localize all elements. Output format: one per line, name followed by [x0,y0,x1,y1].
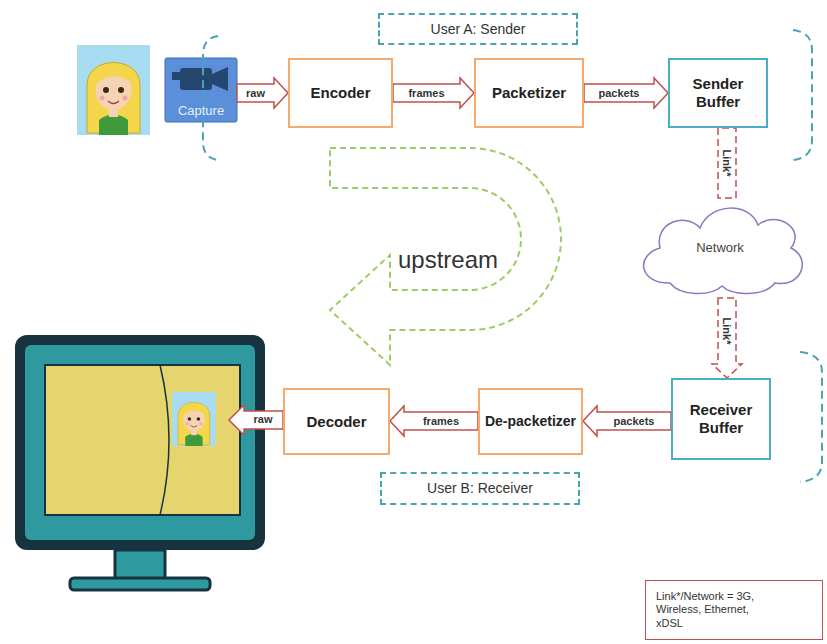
block-arrow [583,406,671,436]
edge-label: raw [246,86,265,100]
node-text: De-packetizer [485,413,576,430]
block-arrow [718,128,736,198]
node-text: Sender Buffer [670,75,766,111]
node-text: User A: Sender [431,21,526,38]
block-arrow [584,78,668,108]
monitor [15,335,265,590]
node-text: Encoder [310,84,370,102]
user-heading: User B: Receiver [380,472,580,505]
upstream-arrow [330,148,561,365]
buffer-box: Receiver Buffer [671,378,771,460]
node-text: Capture [178,103,224,119]
node-text: Network [696,240,744,256]
edge-label: frames [408,86,444,100]
raw-arrow [229,405,283,435]
user-heading: User A: Sender [378,13,578,45]
edge-label: frames [423,414,459,428]
edge-label: packets [599,86,640,100]
process-box: De-packetizer [478,388,583,455]
block-arrow [237,78,288,108]
arrow-label: upstream [398,246,498,275]
node-text: Receiver Buffer [673,401,769,437]
process-box: Decoder [283,388,390,455]
node-text: Decoder [306,413,366,431]
node-text: Packetizer [492,84,566,102]
block-arrow [390,406,478,436]
process-box: Packetizer [474,58,584,128]
group-bracket [203,30,822,482]
note-box: Link*/Network = 3G, Wireless, Ethernet, … [645,580,823,640]
block-arrow [393,78,474,108]
block-arrow [712,298,742,378]
cloud-shape [644,208,803,293]
sender-avatar [77,45,150,135]
buffer-box: Sender Buffer [668,58,768,128]
network-cloud: Network [630,198,810,298]
capture-box: Capture [165,58,237,122]
node-text: User B: Receiver [427,480,533,497]
arrow-label: raw [254,413,273,426]
edge-label: packets [614,414,655,428]
process-box: Encoder [288,58,393,128]
capture-camera [165,58,237,122]
node-text: Link*/Network = 3G, Wireless, Ethernet, … [656,590,760,630]
edge-label: Link* [720,318,734,345]
edge-label: Link* [720,150,734,177]
